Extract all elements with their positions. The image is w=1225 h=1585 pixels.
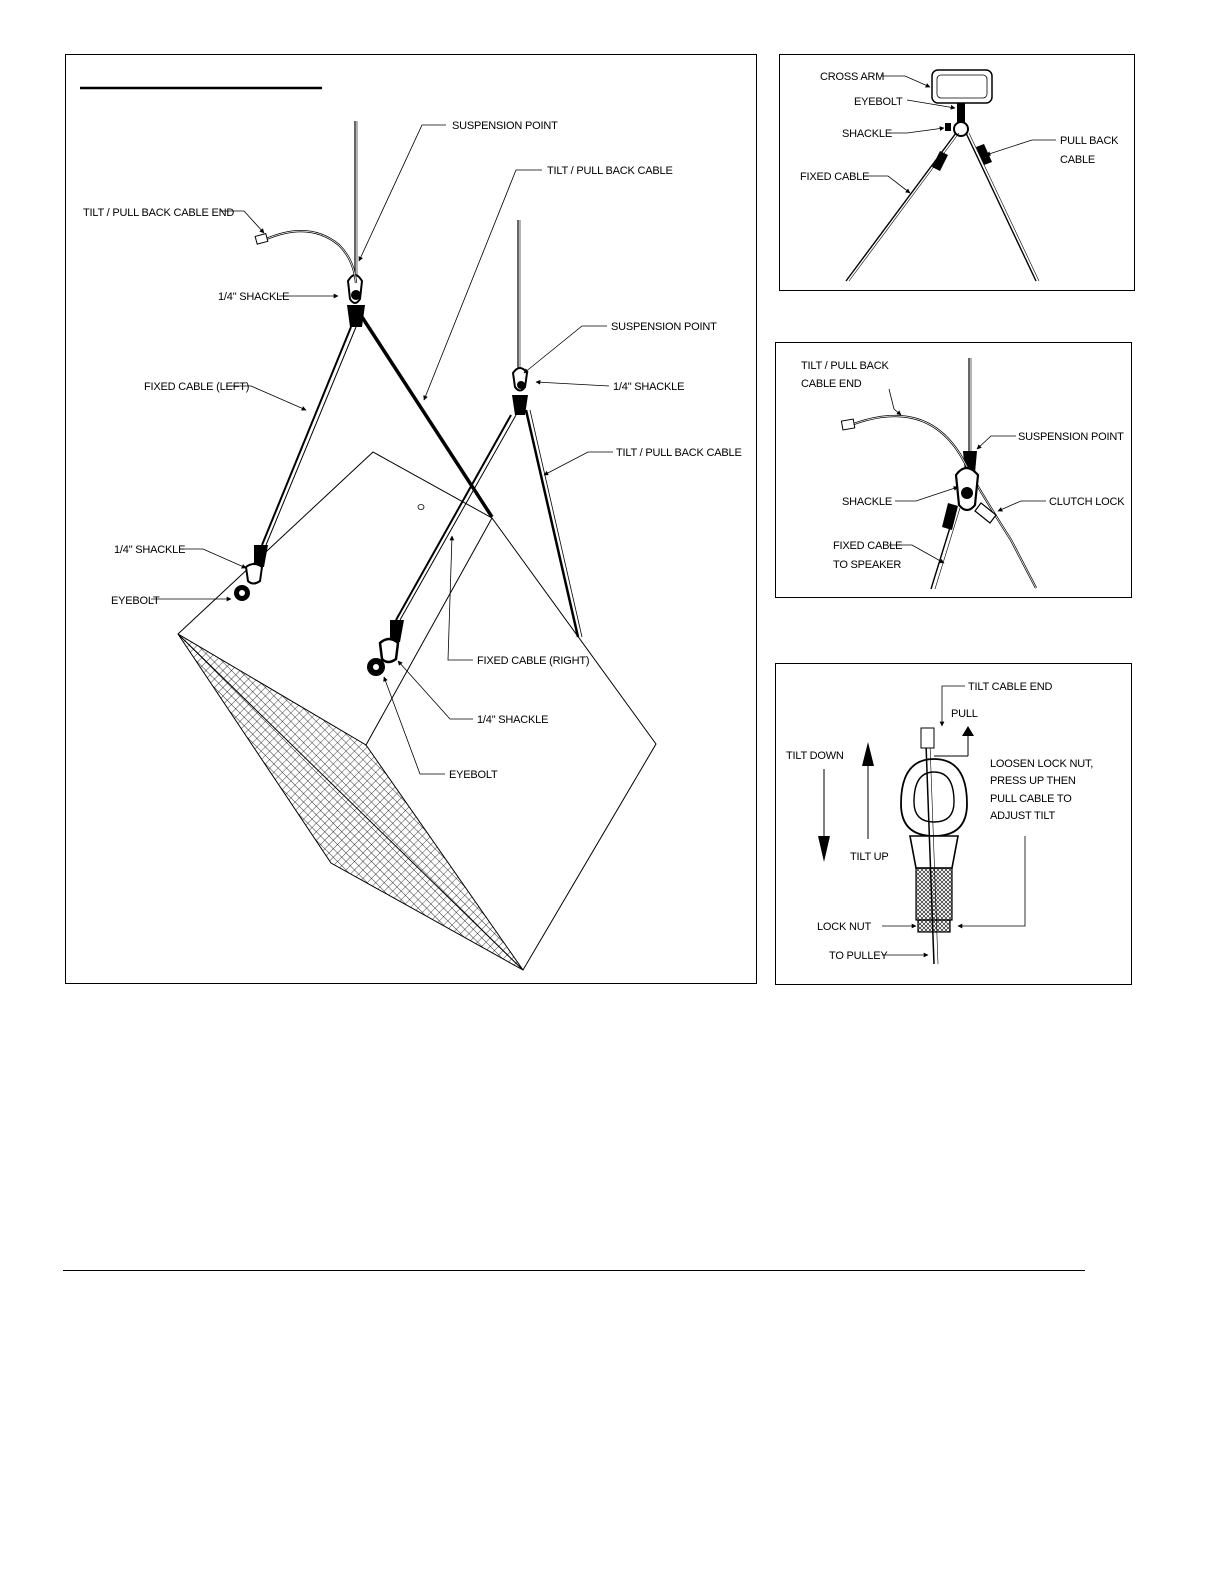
label-tilt-pull-back-cable-top: TILT / PULL BACK CABLE xyxy=(547,165,673,177)
shackle xyxy=(945,121,969,137)
clutch-lock xyxy=(974,502,997,524)
label-tilt-end-1: TILT / PULL BACK xyxy=(801,360,890,372)
label-suspension-point: SUSPENSION POINT xyxy=(1018,431,1124,443)
tilt-detail-drawing: TILT CABLE END PULL TILT DOWN TILT UP LO… xyxy=(786,681,1094,965)
tilt-pull-back-cable-left xyxy=(360,316,494,518)
label-suspension-point-left: SUSPENSION POINT xyxy=(452,120,558,132)
label-shackle-bottom-right: 1/4" SHACKLE xyxy=(477,714,548,726)
label-suspension-point-right: SUSPENSION POINT xyxy=(611,321,717,333)
label-to-pulley: TO PULLEY xyxy=(829,950,888,962)
label-eyebolt-left: EYEBOLT xyxy=(111,595,160,607)
tilt-up-arrow xyxy=(862,742,874,839)
label-tilt-end-2: CABLE END xyxy=(801,378,862,390)
speaker-cabinet xyxy=(177,451,657,971)
cross-arm xyxy=(931,69,993,104)
leader-lines xyxy=(151,124,613,775)
shackle xyxy=(954,466,980,512)
tilt-down-arrow xyxy=(818,769,830,862)
cross-arm-detail-panel: CROSS ARM EYEBOLT SHACKLE FIXED CABLE PU… xyxy=(779,54,1135,291)
label-shackle-bottom-left: 1/4" SHACKLE xyxy=(114,544,185,556)
label-tilt-down: TILT DOWN xyxy=(786,750,844,762)
page-footer-rule xyxy=(63,1270,1085,1271)
label-shackle: SHACKLE xyxy=(842,128,892,140)
label-fixed-cable: FIXED CABLE xyxy=(800,171,869,183)
label-shackle-top-left: 1/4" SHACKLE xyxy=(218,291,289,303)
label-shackle-top-right: 1/4" SHACKLE xyxy=(613,381,684,393)
shackle-bottom-right xyxy=(378,620,404,664)
shackle-bottom-left xyxy=(244,545,268,585)
main-rigging-panel: SUSPENSION POINT TILT / PULL BACK CABLE … xyxy=(65,54,757,984)
cross-arm-detail-drawing: CROSS ARM EYEBOLT SHACKLE FIXED CABLE PU… xyxy=(800,69,1119,282)
eyebolt-right xyxy=(367,658,385,676)
suspension-detail-panel: TILT / PULL BACK CABLE END SUSPENSION PO… xyxy=(775,342,1132,598)
label-pull: PULL xyxy=(951,708,978,720)
label-clutch-lock: CLUTCH LOCK xyxy=(1049,496,1125,508)
tilt-cable xyxy=(920,727,939,965)
leader-lines xyxy=(882,685,1026,958)
label-tilt-pull-back-cable-right: TILT / PULL BACK CABLE xyxy=(616,447,742,459)
label-fixed-cable-1: FIXED CABLE xyxy=(833,540,902,552)
pull-arrow xyxy=(934,726,974,757)
fixed-cable-right xyxy=(395,414,512,621)
eyebolt xyxy=(900,758,968,921)
label-instruction-1: LOOSEN LOCK NUT, xyxy=(990,758,1093,770)
speaker-grille xyxy=(177,633,524,971)
leader-lines xyxy=(864,75,1056,194)
eyebolt xyxy=(957,103,965,123)
fixed-cable-left xyxy=(261,326,352,546)
tilt-detail-panel: TILT CABLE END PULL TILT DOWN TILT UP LO… xyxy=(775,663,1132,985)
shackle-top-left xyxy=(346,274,365,327)
label-instruction-3: PULL CABLE TO xyxy=(990,793,1072,805)
label-fixed-cable-right: FIXED CABLE (RIGHT) xyxy=(477,655,589,667)
label-pull-back-1: PULL BACK xyxy=(1060,135,1119,147)
label-fixed-cable-left: FIXED CABLE (LEFT) xyxy=(144,381,249,393)
label-fixed-cable-2: TO SPEAKER xyxy=(833,559,901,571)
label-lock-nut: LOCK NUT xyxy=(817,921,871,933)
label-instruction-4: ADJUST TILT xyxy=(990,810,1056,822)
label-tilt-up: TILT UP xyxy=(850,851,889,863)
label-pull-back-2: CABLE xyxy=(1060,154,1095,166)
lock-nut xyxy=(917,919,951,933)
label-tilt-pull-back-cable-end: TILT / PULL BACK CABLE END xyxy=(83,207,234,219)
eyebolt-left xyxy=(234,585,250,601)
suspension-detail-drawing: TILT / PULL BACK CABLE END SUSPENSION PO… xyxy=(801,358,1125,590)
label-instruction-2: PRESS UP THEN xyxy=(990,775,1076,787)
fixed-cable xyxy=(930,503,961,590)
label-eyebolt-right: EYEBOLT xyxy=(449,769,498,781)
label-cross-arm: CROSS ARM xyxy=(820,71,884,83)
main-rigging-drawing: SUSPENSION POINT TILT / PULL BACK CABLE … xyxy=(80,86,742,971)
shackle-top-right xyxy=(511,367,529,415)
fixed-cable xyxy=(845,132,960,282)
pull-back-cable xyxy=(965,132,1040,282)
label-tilt-cable-end: TILT CABLE END xyxy=(968,681,1052,693)
label-eyebolt: EYEBOLT xyxy=(854,96,903,108)
tilt-pull-back-cable-right xyxy=(524,409,580,638)
leader-lines xyxy=(888,388,1046,564)
tilt-cable-end-curve xyxy=(263,230,358,284)
label-shackle: SHACKLE xyxy=(842,496,892,508)
